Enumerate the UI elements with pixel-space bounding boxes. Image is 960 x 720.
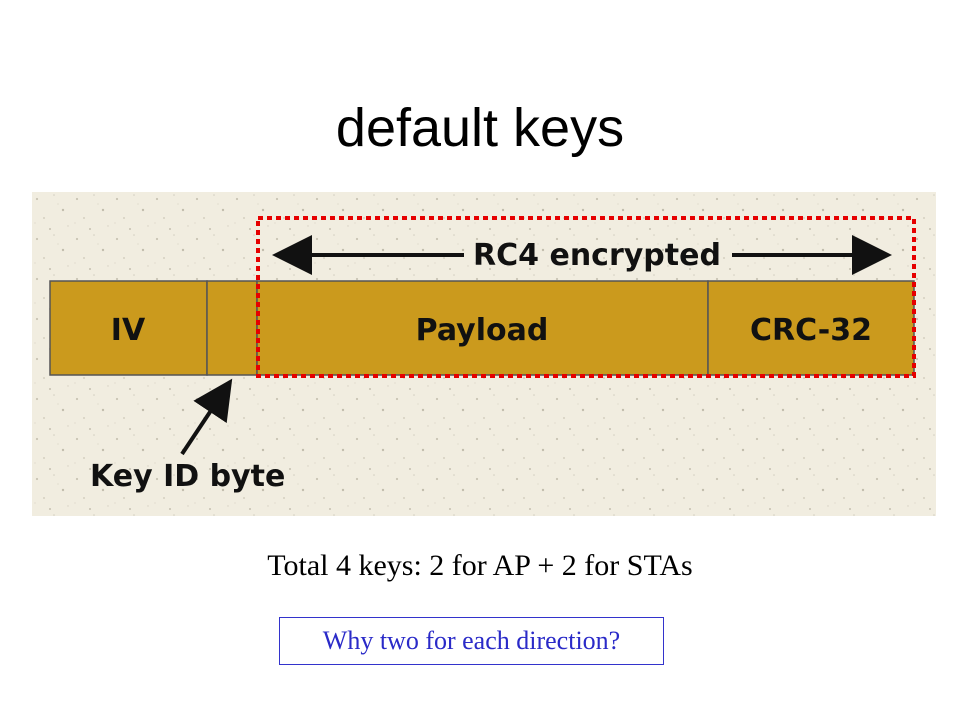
key-id-pointer-arrow — [180, 378, 233, 456]
key-id-pointer-label: Key ID byte — [90, 459, 285, 494]
iv-label: IV — [111, 313, 146, 348]
encrypted-label: RC4 encrypted — [473, 238, 721, 273]
frame-diagram-svg: IV Payload CRC-32 RC4 encrypted Key ID b… — [32, 192, 936, 516]
keys-summary: Total 4 keys: 2 for AP + 2 for STAs — [267, 549, 693, 582]
crc-label: CRC-32 — [750, 313, 872, 348]
wep-frame-diagram: IV Payload CRC-32 RC4 encrypted Key ID b… — [32, 192, 936, 516]
payload-field — [256, 280, 709, 376]
slide-title: default keys — [335, 98, 625, 158]
key-id-field — [206, 280, 258, 376]
iv-field — [49, 280, 208, 376]
crc-field — [707, 280, 915, 376]
question-box: Why two for each direction? — [279, 617, 664, 665]
encrypted-region-box — [256, 216, 916, 378]
payload-label: Payload — [416, 313, 549, 348]
